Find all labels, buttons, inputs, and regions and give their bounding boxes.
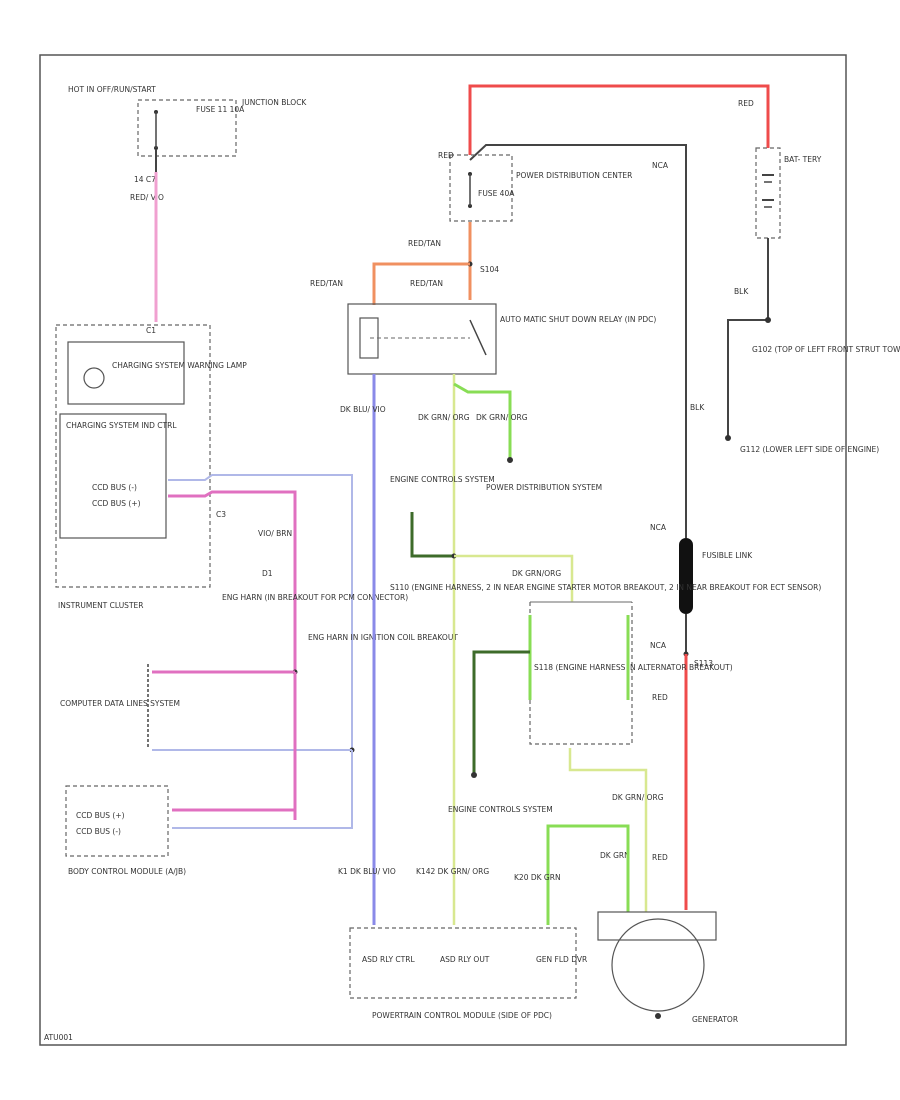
red-mid-label: RED <box>652 853 668 862</box>
bcm-ccd-neg-wire <box>172 750 353 829</box>
ccd-bus-pos-bcm-label: CCD BUS (+) <box>76 811 125 820</box>
dk-grn-org-2-label: DK GRN/ ORG <box>476 413 528 422</box>
fusible-link-label: FUSIBLE LINK <box>702 551 753 560</box>
ccd-bus-neg-wire <box>168 474 353 750</box>
red-gen-label: RED <box>652 693 668 702</box>
bcm-ccd-pos-wire <box>172 672 297 812</box>
s118-label: S118 (ENGINE HARNESS IN ALTERNATOR BREAK… <box>534 663 733 672</box>
battery-ground-wire <box>727 238 769 438</box>
generator-label: GENERATOR <box>692 1015 738 1024</box>
g112-label: G112 (LOWER LEFT SIDE OF ENGINE) <box>740 445 879 454</box>
power-dist-branch <box>453 382 512 460</box>
diagram-frame <box>39 54 847 1046</box>
s110-label: S110 (ENGINE HARNESS, 2 IN NEAR ENGINE S… <box>390 583 821 592</box>
gen-fld-label: GEN FLD DVR <box>536 955 587 964</box>
k20-label: K20 DK GRN <box>514 873 561 882</box>
s118-feed <box>454 554 574 602</box>
charging-lamp-label: CHARGING SYSTEM WARNING LAMP <box>112 361 247 370</box>
engine-ctrl-2-endpoint <box>471 772 477 778</box>
k142-label: K142 DK GRN/ ORG <box>416 867 489 876</box>
battery-label: BAT- TERY <box>784 155 822 164</box>
k20-wire <box>546 824 630 925</box>
hot-in-label: HOT IN OFF/RUN/START <box>68 85 156 94</box>
frame-id-label: ATU001 <box>44 1033 73 1042</box>
fusible-link <box>679 538 693 614</box>
asd-relay: AUTO MATIC SHUT DOWN RELAY (IN PDC) <box>347 303 656 375</box>
engine-ctrl-branch <box>410 512 454 558</box>
c7-pin-label: 14 C7 <box>134 175 156 184</box>
nca-2-label: NCA <box>650 523 667 532</box>
relay-coil-icon <box>359 317 379 359</box>
s118-breakout: S118 (ENGINE HARNESS IN ALTERNATOR BREAK… <box>529 601 733 745</box>
power-dist-label: POWER DISTRIBUTION CENTER <box>516 171 632 180</box>
computer-data-label: COMPUTER DATA LINES SYSTEM <box>60 699 180 708</box>
nca-3-label: NCA <box>650 641 667 650</box>
blk-2-label: BLK <box>690 403 705 412</box>
charging-ind-label: CHARGING SYSTEM IND CTRL <box>66 421 177 430</box>
generator-icon <box>611 918 705 1012</box>
instrument-cluster: CHARGING SYSTEM WARNING LAMP CHARGING SY… <box>55 324 247 610</box>
ccd-bus-neg-ic-label: CCD BUS (-) <box>92 483 137 492</box>
engine-ctrl-sys-label: ENGINE CONTROLS SYSTEM <box>390 475 495 484</box>
nca-1-label: NCA <box>652 161 669 170</box>
dk-grn-org-label: DK GRN/ ORG <box>418 413 470 422</box>
g102-label: G102 (TOP OF LEFT FRONT STRUT TOWER) <box>752 345 900 354</box>
pdc-fuse-label: FUSE 40A <box>478 189 515 198</box>
pdc-red-label: RED <box>438 151 454 160</box>
vio-brn-label: VIO/ BRN <box>258 529 292 538</box>
asd-relay-label: AUTO MATIC SHUT DOWN RELAY (IN PDC) <box>500 315 656 324</box>
power-dist-endpoint <box>507 457 513 463</box>
d1-label: D1 <box>262 569 273 578</box>
gen-feed-wire <box>568 748 648 912</box>
blk-1-label: BLK <box>734 287 749 296</box>
red-tan-branch <box>372 262 470 305</box>
dk-grn-org-3-label: DK GRN/ORG <box>512 569 561 578</box>
warning-lamp-icon <box>83 367 105 389</box>
body-control-label: BODY CONTROL MODULE (A/JB) <box>68 867 186 876</box>
red-tan-1-label: RED/TAN <box>408 239 441 248</box>
asd-ctrl-label: ASD RLY CTRL <box>362 955 415 964</box>
eng-harn-1-label: ENG HARN (IN BREAKOUT FOR PCM CONNECTOR) <box>222 593 408 602</box>
k1-label: K1 DK BLU/ VIO <box>338 867 396 876</box>
junction-block: HOT IN OFF/RUN/START FUSE 11 10A JUNCTIO… <box>68 85 307 157</box>
battery-red-wire <box>468 84 770 155</box>
red-tan-3-label: RED/TAN <box>410 279 443 288</box>
nca-wire <box>469 144 687 538</box>
generator: GENERATOR <box>597 911 738 1024</box>
c1-label: C1 <box>146 326 156 335</box>
junction-block-label: JUNCTION BLOCK <box>241 98 307 107</box>
g112-ground <box>725 435 731 441</box>
asd-out-label: ASD RLY OUT <box>440 955 490 964</box>
pcm-label: POWERTRAIN CONTROL MODULE (SIDE OF PDC) <box>372 1011 552 1020</box>
fuse-label: FUSE 11 10A <box>196 105 245 114</box>
s113-label: S113 <box>694 659 713 668</box>
battery: BAT- TERY <box>755 147 822 239</box>
power-dist-sys-label: POWER DISTRIBUTION SYSTEM <box>486 483 602 492</box>
s104-label: S104 <box>480 265 499 274</box>
red-top-label: RED <box>738 99 754 108</box>
engine-ctrl-2-wire <box>472 650 530 775</box>
engine-ctrl-sys-2-label: ENGINE CONTROLS SYSTEM <box>448 805 553 814</box>
red-tan-2-label: RED/TAN <box>310 279 343 288</box>
dk-blu-vio-label: DK BLU/ VIO <box>340 405 386 414</box>
instrument-cluster-label: INSTRUMENT CLUSTER <box>58 601 143 610</box>
dk-grn-label: DK GRN <box>600 851 630 860</box>
power-distribution-center: RED POWER DISTRIBUTION CENTER FUSE 40A <box>438 151 632 222</box>
c3-label: C3 <box>216 510 226 519</box>
red-vio-label: RED/ VIO <box>130 193 164 202</box>
body-control-module: CCD BUS (+) CCD BUS (-) BODY CONTROL MOD… <box>65 785 186 876</box>
eng-harn-2-label: ENG HARN IN IGNITION COIL BREAKOUT <box>308 633 458 642</box>
powertrain-control-module: ASD RLY CTRL ASD RLY OUT GEN FLD DVR POW… <box>349 927 587 1020</box>
computer-data-lines: COMPUTER DATA LINES SYSTEM <box>60 664 180 748</box>
ccd-bus-pos-wire <box>168 490 297 820</box>
ccd-bus-pos-ic-label: CCD BUS (+) <box>92 499 141 508</box>
dk-grn-org-4-label: DK GRN/ ORG <box>612 793 664 802</box>
ccd-bus-neg-bcm-label: CCD BUS (-) <box>76 827 121 836</box>
g102-ground <box>765 317 771 323</box>
relay-switch-icon <box>469 319 487 356</box>
